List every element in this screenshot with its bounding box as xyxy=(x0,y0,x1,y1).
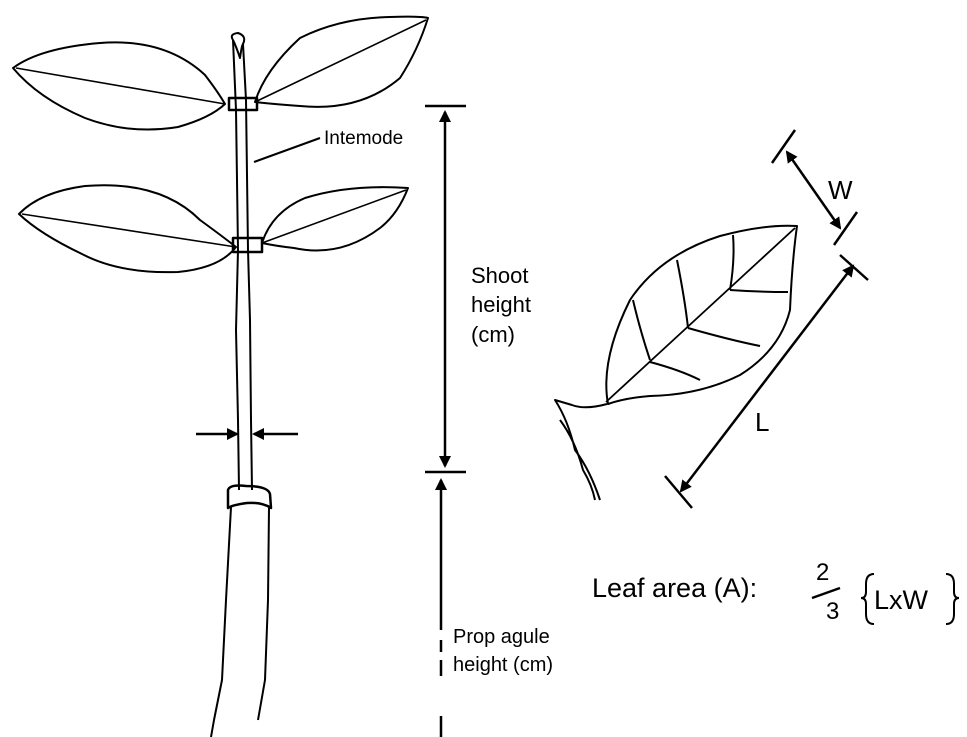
length-label: L xyxy=(755,407,769,437)
leaf-midrib xyxy=(606,228,795,402)
internode-label: Intemode xyxy=(324,128,403,149)
shoot-height-label-2: height xyxy=(471,292,531,317)
upper-node xyxy=(229,98,257,110)
shoot-height-label-3: (cm) xyxy=(471,322,515,347)
propagule xyxy=(211,507,269,737)
leaf-vein-1 xyxy=(633,300,650,360)
midrib-lower-right xyxy=(262,190,406,243)
propagule-height-label-2: height (cm) xyxy=(453,654,553,676)
formula-numerator: 2 xyxy=(816,559,829,586)
formula-fraction-bar xyxy=(812,588,840,598)
leaf-stalk xyxy=(555,400,607,500)
shoot-height-measure xyxy=(425,106,466,472)
formula-open-brace xyxy=(861,574,874,624)
seedling-drawing xyxy=(13,17,428,737)
formula-prefix: Leaf area (A): xyxy=(592,573,757,603)
midrib-upper-right xyxy=(255,20,426,102)
midrib-lower-left xyxy=(22,214,236,247)
leaf-upper-right xyxy=(255,17,428,107)
propagule-collar xyxy=(228,486,271,509)
formula-denominator: 3 xyxy=(826,598,839,625)
leaf-vein-6 xyxy=(730,290,788,292)
leaf-vein-3 xyxy=(677,260,688,328)
formula-close-brace xyxy=(946,574,959,624)
stem xyxy=(232,33,252,490)
leaf-lower-left xyxy=(19,185,236,272)
internode-pointer xyxy=(254,138,320,162)
propagule-height-label-1: Prop agule xyxy=(453,626,550,648)
leaf-vein-5 xyxy=(730,235,734,290)
formula-expression: LxW xyxy=(874,585,929,615)
length-measure xyxy=(665,255,868,508)
shoot-height-label-1: Shoot xyxy=(471,263,529,288)
leaf-area-formula: Leaf area (A): 2 3 LxW xyxy=(592,559,959,625)
measured-leaf xyxy=(555,226,797,500)
leaf-vein-2 xyxy=(650,362,700,380)
leaf-vein-4 xyxy=(688,328,760,346)
width-label: W xyxy=(828,175,853,205)
